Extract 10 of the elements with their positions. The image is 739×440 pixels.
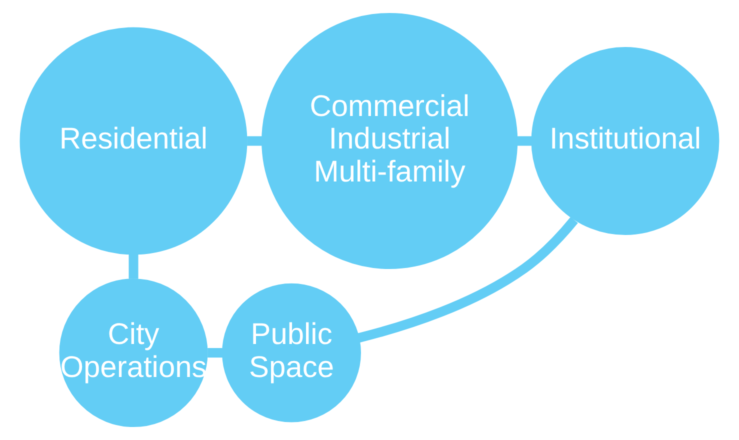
connector <box>517 136 532 146</box>
node-circle: City Operations <box>59 278 208 428</box>
connector <box>358 216 578 342</box>
connector <box>208 348 223 358</box>
connector <box>247 136 262 146</box>
node-circle: Public Space <box>222 283 361 422</box>
connector <box>128 254 138 279</box>
node-circle: Institutional <box>531 47 720 235</box>
node-circle: Commercial Industrial Multi-family <box>262 12 518 270</box>
node-circle: Residential <box>20 27 248 255</box>
